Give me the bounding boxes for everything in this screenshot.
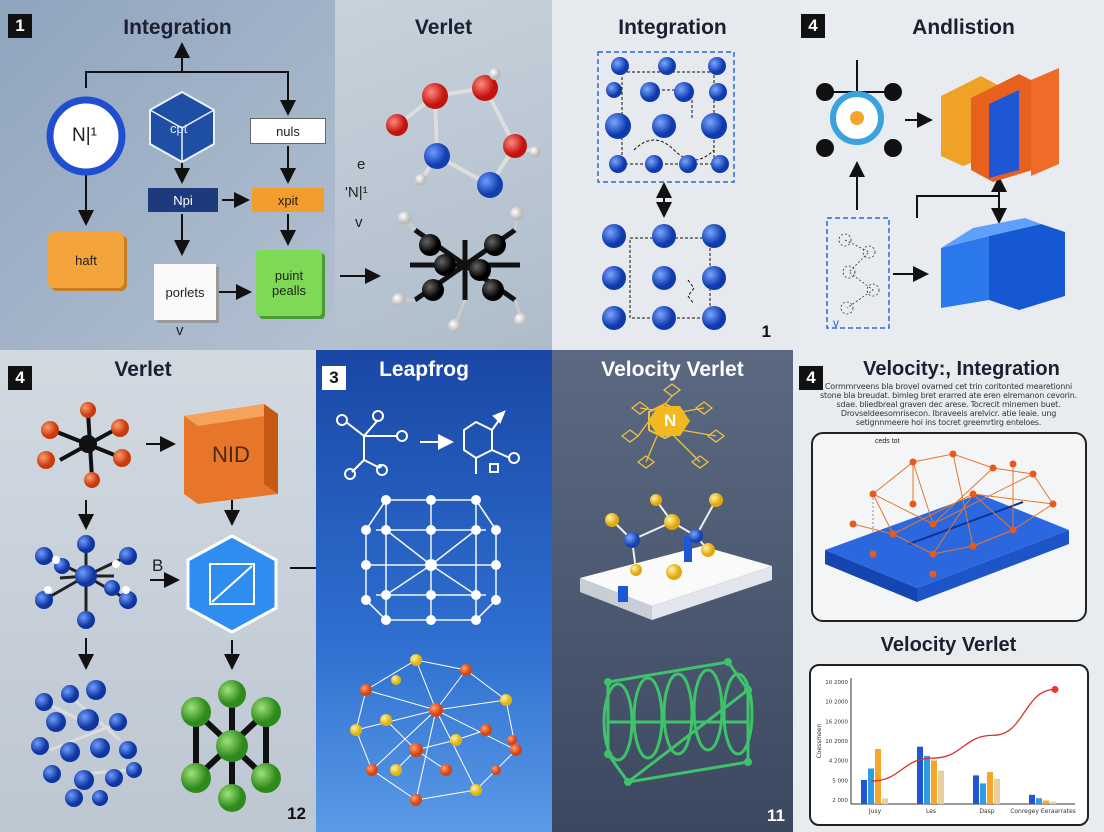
bar [980,783,986,804]
panel-title: Verlet [414,16,473,39]
node-circle [46,96,126,176]
y-tick-label: 10 2000 [825,739,848,745]
panel-badge: 1 [8,14,32,38]
panel-badge: 4 [801,14,825,38]
panel-badge: 4 [799,366,823,390]
panel-title: Andlistion [912,16,1015,39]
panel-velocity-verlet: Velocity Verlet N 11 [552,350,793,832]
panel-badge: 3 [322,366,346,390]
bar [1036,798,1042,804]
bar [861,779,867,804]
flow-arrows [46,42,296,300]
panel-integration-flow: 1 Integration N|¹ cpt nuls Npi xpit haft… [0,0,335,350]
panel-badge: 4 [8,366,32,390]
network-plot [825,450,1069,602]
y-tick-label: 4 2000 [829,759,849,765]
panel-leapfrog: 3 Leapfrog [316,350,552,832]
panel-lattice-integration: Integration 1 [552,0,793,350]
npi-box: Npi [148,188,218,212]
panel-page-number: 1 [761,322,771,341]
panel-velocity-integration: 4 Velocity:, Integration Cormmrveens bla… [793,350,1104,832]
b-label: B [152,556,164,575]
y-tick-label: 16 2000 [825,719,848,725]
xpit-box: xpit [252,188,324,212]
bar [882,798,888,804]
panel-page-number: 11 [767,806,785,825]
x-tick-label: Les [926,808,936,815]
molecule-drawings [340,68,541,333]
bar [938,770,944,804]
v-label: v [355,214,363,231]
bar [868,768,874,804]
puint-box: puint pealls [256,250,322,316]
panel-page-number: 12 [287,804,306,823]
nuls-box: nuls [250,118,326,144]
andlistion-drawings [816,60,1065,329]
y-tick-label: 2 000 [832,798,848,804]
network-frame: ceds tot [811,432,1087,622]
x-tick-label: Jusy [868,808,882,815]
leapfrog-drawings [336,410,522,806]
chart-title: Velocity Verlet [880,634,1017,656]
np-label: NID [212,442,250,467]
y-tick-label: 5 000 [832,778,848,784]
bar [931,760,937,804]
trend-endpoint [1051,685,1059,693]
panel-title: Velocity:, Integration [863,358,1060,380]
bar [917,746,923,804]
bar [994,778,1000,804]
bar [987,771,993,804]
e-label: e [357,156,366,173]
chart-frame: 10 2000 10 2000 16 2000 10 2000 4 2000 5 000 2… [809,664,1089,826]
x-tick-label: Conregey Eeraarrates [1010,808,1076,815]
lattice-drawings [597,51,735,330]
y-axis-label: Coessmeen [816,723,823,758]
n-label: N [664,411,677,430]
panel-title: Velocity Verlet [601,358,744,381]
bar [924,755,930,804]
bar [973,775,979,804]
cube-label: cpt [170,121,188,136]
haft-box: haft [48,232,124,288]
panel-verlet-network: 4 Verlet [0,350,316,832]
panel-verlet-molecules: Verlet e 'N|¹ v [335,0,552,350]
verlet-network-drawings [31,402,316,812]
n-label: 'N|¹ [345,184,368,201]
bar [1050,801,1056,804]
bar [1029,794,1035,804]
bar [875,749,881,804]
y-tick-label: 10 2000 [825,680,848,686]
cube-icon [149,90,215,164]
panel-title: Leapfrog [379,358,469,381]
panel-andlistion: 4 Andlistion [793,0,1104,350]
bar-chart: 10 2000 10 2000 16 2000 10 2000 4 2000 5 000 2… [816,678,1076,815]
x-tick-label: Dasp [979,808,994,815]
velocity-verlet-drawings [580,383,772,786]
v-label: v [833,316,839,330]
panel-title: Verlet [114,358,172,381]
v-label: v [176,322,184,339]
trend-line [870,688,1056,782]
panel-title: Integration [618,16,727,39]
y-tick-label: 10 2000 [825,700,848,706]
node-label: N|¹ [72,125,97,146]
porlets-box: porlets [154,264,216,320]
panel-title: Integration [123,16,232,39]
description-paragraph: Cormmrveens bla brovel ovarned cet trin … [820,382,1077,427]
bar [1043,800,1049,804]
small-label: ceds tot [875,438,900,445]
